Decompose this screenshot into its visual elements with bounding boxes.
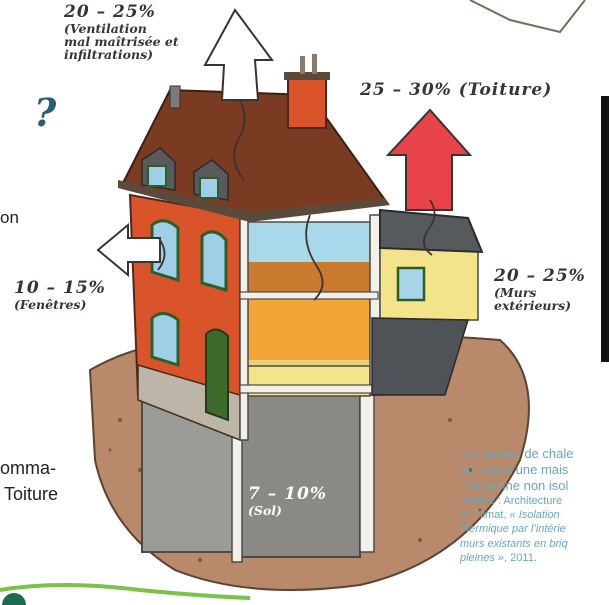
caption-source-3: thermique par l’intérie [460, 523, 566, 536]
decor-dot [2, 593, 26, 605]
label-sol-desc: (Sol) [248, 502, 282, 518]
label-murs: 20 – 25% (Murs extérieurs) [494, 266, 586, 313]
caption-source-4: murs existants en briq [460, 537, 568, 550]
figure-caption: Les pertes de chale au sein d’une mais m… [460, 446, 609, 566]
basement-right [239, 391, 361, 558]
label-fenetres-pct: 10 – 15% [14, 278, 106, 298]
decor-swash [0, 583, 251, 600]
ventilation-arrow [203, 8, 274, 101]
front-door [205, 328, 229, 422]
annex-roof [379, 208, 484, 254]
caption-line-3: mitoyenne non isol [460, 477, 569, 493]
text-fragment-omma: omma- [0, 458, 57, 478]
ground-speckles [108, 418, 482, 562]
label-sol-pct: 7 – 10% [248, 484, 327, 504]
chimney [287, 75, 327, 129]
label-ventilation-desc-1: (Ventilation [64, 20, 147, 36]
caption-line-2: au sein d’une mais [460, 461, 569, 477]
caption-source-5: pleines », 2011. [460, 552, 537, 565]
label-murs-desc-1: (Murs [494, 284, 537, 300]
annex-floor [371, 317, 470, 396]
label-ventilation: 20 – 25% (Ventilation mal maîtrisée et i… [64, 2, 179, 63]
label-ventilation-pct: 20 – 25% [64, 2, 156, 22]
text-fragment-on: on [0, 208, 19, 227]
label-fenetres-desc: (Fenêtres) [14, 296, 87, 312]
label-ventilation-desc-3: infiltrations) [64, 47, 154, 63]
label-murs-desc-2: extérieurs) [494, 297, 572, 313]
roof-eave [118, 180, 390, 222]
frame-corner [469, 0, 586, 34]
annex-window [396, 266, 426, 302]
caption-line-1: Les pertes de chale [460, 446, 574, 461]
question-mark: ? [34, 90, 57, 135]
label-murs-pct: 20 – 25% [494, 266, 586, 286]
toiture-arrow [385, 108, 473, 211]
caption-source-2: et Climat, « Isolation [460, 508, 560, 521]
label-fenetres: 10 – 15% (Fenêtres) [14, 278, 106, 312]
text-fragment-toiture: Toiture [4, 484, 59, 504]
side-panel [601, 96, 609, 362]
fenetres-arrow [96, 222, 161, 278]
basement-side [359, 391, 375, 553]
label-toiture: 25 – 30% (Toiture) [360, 80, 553, 100]
roof-vent [169, 85, 181, 109]
caption-source-1: Source : Architecture [460, 494, 563, 507]
label-ventilation-desc-2: mal maîtrisée et [64, 33, 179, 49]
room-top-floor [245, 262, 370, 292]
annex-room [379, 247, 479, 321]
label-sol: 7 – 10% (Sol) [248, 484, 327, 518]
